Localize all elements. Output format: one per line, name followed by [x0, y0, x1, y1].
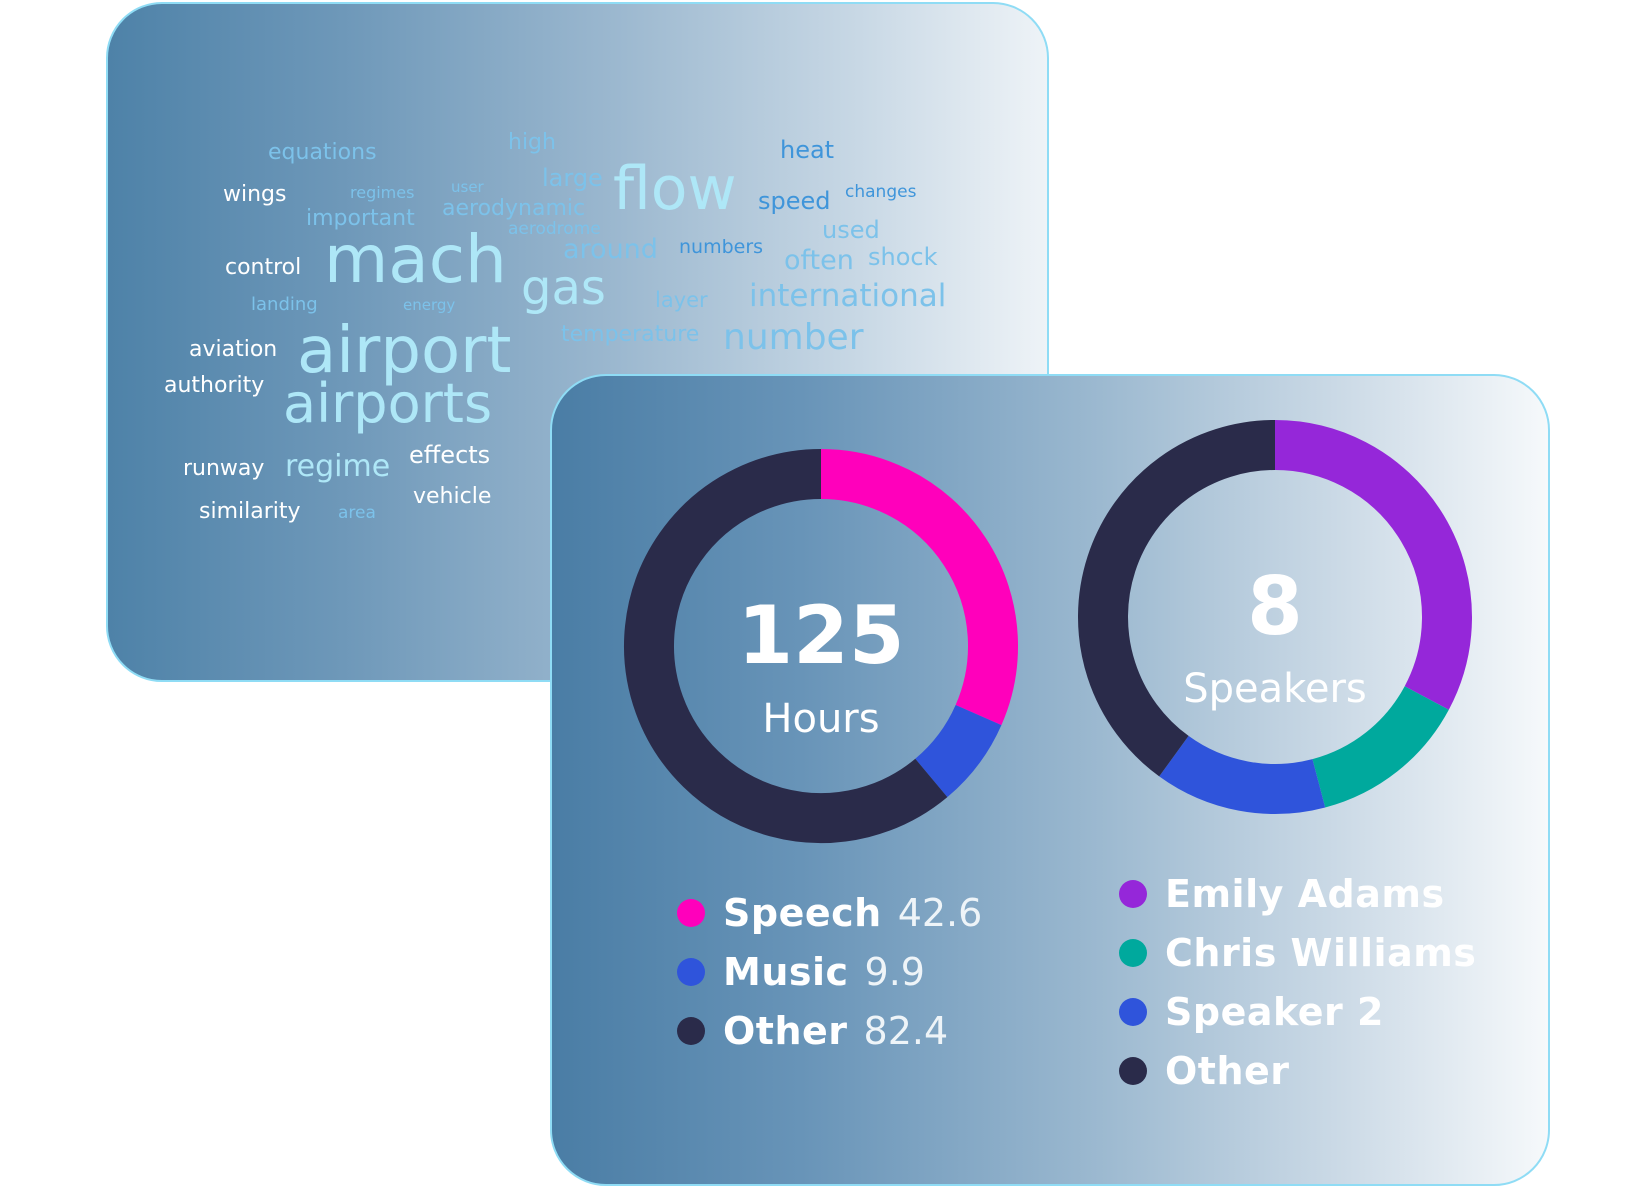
- word-used: used: [822, 216, 880, 244]
- donut-slice-other: [624, 449, 948, 843]
- hours-center-label: Hours: [762, 696, 879, 742]
- word-changes: changes: [845, 182, 917, 202]
- word-international: international: [749, 278, 946, 314]
- donut-slice-speech: [820, 449, 1018, 726]
- word-large: large: [542, 164, 603, 192]
- legend-item-other: Other 82.4: [677, 1001, 982, 1060]
- word-gas: gas: [521, 260, 606, 316]
- word-around: around: [563, 234, 658, 265]
- stats-card: 125 Hours 8 Speakers Speech 42.6 Music 9…: [550, 374, 1550, 1186]
- word-often: often: [784, 245, 854, 276]
- speakers-legend: Emily Adams Chris Williams Speaker 2 Oth…: [1119, 864, 1476, 1100]
- word-aerodynamic: aerodynamic: [442, 196, 585, 221]
- legend-value: 42.6: [897, 890, 983, 935]
- word-shock: shock: [868, 243, 938, 271]
- speakers-center-label: Speakers: [1183, 666, 1367, 712]
- word-similarity: similarity: [199, 499, 301, 524]
- music-color-dot: [677, 957, 705, 986]
- word-runway: runway: [183, 456, 264, 481]
- word-energy: energy: [403, 296, 455, 314]
- legend-item-other-speakers: Other: [1119, 1041, 1476, 1100]
- donut-slice-other: [1078, 420, 1276, 777]
- word-numbers: numbers: [679, 236, 763, 258]
- word-number: number: [723, 317, 864, 358]
- other-color-dot: [677, 1016, 705, 1045]
- word-equations: equations: [268, 140, 377, 165]
- word-speed: speed: [758, 187, 831, 215]
- word-important: important: [306, 206, 415, 231]
- word-authority: authority: [164, 373, 264, 398]
- word-effects: effects: [409, 441, 490, 469]
- legend-item-speaker-2: Speaker 2: [1119, 982, 1476, 1041]
- speech-color-dot: [677, 898, 705, 927]
- word-regimes: regimes: [350, 183, 414, 202]
- word-vehicle: vehicle: [413, 484, 491, 509]
- word-mach: mach: [324, 221, 507, 298]
- legend-label: Emily Adams: [1165, 871, 1445, 916]
- donut-charts: 125 Hours 8 Speakers: [624, 420, 1472, 843]
- word-aviation: aviation: [189, 337, 277, 362]
- legend-item-speech: Speech 42.6: [677, 883, 982, 942]
- word-flow: flow: [613, 154, 737, 224]
- emily-adams-color-dot: [1119, 879, 1147, 908]
- word-control: control: [225, 255, 301, 280]
- hours-center-value: 125: [738, 589, 905, 682]
- word-aerodrome: aerodrome: [508, 219, 601, 239]
- hours-legend: Speech 42.6 Music 9.9 Other 82.4: [677, 883, 982, 1060]
- other-speakers-color-dot: [1119, 1056, 1147, 1085]
- word-airport: airport: [297, 314, 512, 388]
- legend-label: Other: [723, 1008, 848, 1053]
- legend-label: Chris Williams: [1165, 930, 1477, 975]
- word-landing: landing: [251, 294, 318, 315]
- donut-slice-speaker-2: [1159, 735, 1326, 814]
- legend-value: 82.4: [863, 1008, 949, 1053]
- word-layer: layer: [655, 288, 708, 312]
- word-heat: heat: [780, 136, 834, 164]
- chris-williams-color-dot: [1119, 938, 1147, 967]
- donut-slice-chris-williams: [1311, 685, 1449, 808]
- word-temperature: temperature: [561, 322, 699, 347]
- legend-item-chris-williams: Chris Williams: [1119, 923, 1476, 982]
- legend-item-emily-adams: Emily Adams: [1119, 864, 1476, 923]
- word-airports: airports: [283, 372, 492, 435]
- legend-item-music: Music 9.9: [677, 942, 982, 1001]
- donut-slice-emily-adams: [1274, 420, 1472, 710]
- word-user: user: [451, 178, 485, 196]
- word-wings: wings: [223, 182, 286, 207]
- legend-value: 9.9: [864, 949, 925, 994]
- legend-label: Speech: [723, 890, 882, 935]
- word-area: area: [338, 503, 376, 523]
- legend-label: Other: [1165, 1048, 1290, 1093]
- word-high: high: [508, 130, 556, 155]
- speaker-2-color-dot: [1119, 997, 1147, 1026]
- legend-label: Speaker 2: [1165, 989, 1384, 1034]
- word-regime: regime: [285, 449, 390, 484]
- speakers-donut-chart: 8 Speakers: [1078, 420, 1472, 814]
- donut-slice-music: [914, 704, 1002, 798]
- legend-label: Music: [723, 949, 849, 994]
- hours-donut-chart: 125 Hours: [624, 449, 1018, 843]
- speakers-center-value: 8: [1247, 560, 1303, 653]
